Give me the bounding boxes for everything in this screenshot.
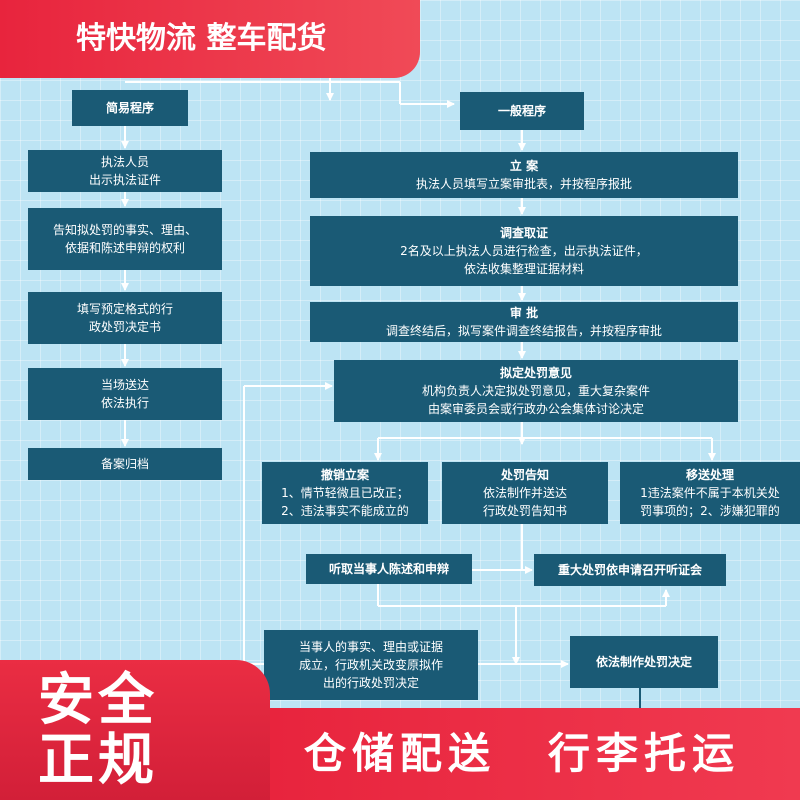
withdraw-body-2: 2、违法事实不能成立的 xyxy=(281,504,409,518)
withdraw-title: 撤销立案 xyxy=(320,468,369,482)
change-line-1: 当事人的事实、理由或证据 xyxy=(298,640,443,654)
simple-step-4-line-1: 当场送达 xyxy=(100,378,149,392)
notice-box: 处罚告知 依法制作并送达 行政处罚告知书 xyxy=(442,462,608,524)
filing-body: 执法人员填写立案审批表，并按程序报批 xyxy=(415,177,632,191)
opinion-title: 拟定处罚意见 xyxy=(499,366,572,380)
service-luggage: 行李托运 xyxy=(548,729,741,778)
slogan-line-2: 正规 xyxy=(38,728,158,793)
simple-step-4-line-2: 依法执行 xyxy=(100,396,149,410)
slogan-line-1: 安全 xyxy=(38,668,158,733)
simple-step-3-line-2: 政处罚决定书 xyxy=(88,320,161,334)
simple-step-4: 当场送达 依法执行 xyxy=(28,368,222,420)
change-line-3: 出的行政处罚决定 xyxy=(322,676,419,690)
simple-step-2-line-2: 依据和陈述申辩的权利 xyxy=(64,241,185,255)
filing-box: 立 案 执法人员填写立案审批表，并按程序报批 xyxy=(310,152,738,198)
hearing-box: 重大处罚依申请召开听证会 xyxy=(534,554,726,586)
approval-box: 审 批 调查终结后，拟写案件调查终结报告，并按程序审批 xyxy=(310,302,738,342)
notice-title: 处罚告知 xyxy=(500,468,549,482)
top-banner: 特快物流 整车配货 xyxy=(0,0,420,78)
investigation-body-2: 依法收集整理证据材料 xyxy=(463,262,584,276)
simple-procedure-header: 简易程序 xyxy=(72,90,188,126)
decision-box: 依法制作处罚决定 xyxy=(570,636,718,688)
transfer-body-1: 1违法案件不属于本机关处 xyxy=(640,486,780,500)
decision-label: 依法制作处罚决定 xyxy=(595,655,692,669)
transfer-box: 移送处理 1违法案件不属于本机关处 罚事项的；2、涉嫌犯罪的 xyxy=(620,462,800,524)
general-procedure-header-label: 一般程序 xyxy=(497,104,546,118)
simple-step-1: 执法人员 出示执法证件 xyxy=(28,150,222,192)
change-line-2: 成立，行政机关改变原拟作 xyxy=(298,658,443,672)
filing-title: 立 案 xyxy=(509,159,539,173)
withdraw-box: 撤销立案 1、情节轻微且已改正； 2、违法事实不能成立的 xyxy=(262,462,428,524)
approval-body: 调查终结后，拟写案件调查终结报告，并按程序审批 xyxy=(385,324,662,338)
hearing-label: 重大处罚依申请召开听证会 xyxy=(557,563,702,577)
simple-step-2-line-1: 告知拟处罚的事实、理由、 xyxy=(52,223,197,237)
hear-statement-box: 听取当事人陈述和申辩 xyxy=(306,554,472,584)
notice-body-1: 依法制作并送达 xyxy=(482,486,567,500)
general-procedure-header: 一般程序 xyxy=(460,92,584,130)
investigation-title: 调查取证 xyxy=(499,226,548,240)
bottom-right-banner xyxy=(270,708,800,800)
notice-body-2: 行政处罚告知书 xyxy=(482,504,567,518)
simple-step-1-line-1: 执法人员 xyxy=(100,155,149,169)
approval-title: 审 批 xyxy=(509,306,539,320)
bottom-left-banner xyxy=(0,660,270,800)
simple-step-5: 备案归档 xyxy=(28,448,222,480)
investigation-body-1: 2名及以上执法人员进行检查，出示执法证件， xyxy=(400,244,648,258)
simple-step-1-line-2: 出示执法证件 xyxy=(88,173,161,187)
opinion-body-2: 由案审委员会或行政办公会集体讨论决定 xyxy=(427,402,644,416)
change-decision-box: 当事人的事实、理由或证据 成立，行政机关改变原拟作 出的行政处罚决定 xyxy=(264,630,478,700)
opinion-box: 拟定处罚意见 机构负责人决定拟处罚意见，重大复杂案件 由案审委员会或行政办公会集… xyxy=(334,360,738,422)
simple-step-3-line-1: 填写预定格式的行 xyxy=(76,302,173,316)
simple-step-3: 填写预定格式的行 政处罚决定书 xyxy=(28,292,222,344)
opinion-body-1: 机构负责人决定拟处罚意见，重大复杂案件 xyxy=(421,384,650,398)
withdraw-body-1: 1、情节轻微且已改正； xyxy=(281,486,409,500)
simple-procedure-header-label: 简易程序 xyxy=(105,101,154,115)
simple-step-2: 告知拟处罚的事实、理由、 依据和陈述申辩的权利 xyxy=(28,208,222,270)
investigation-box: 调查取证 2名及以上执法人员进行检查，出示执法证件， 依法收集整理证据材料 xyxy=(310,216,738,286)
simple-step-5-line-1: 备案归档 xyxy=(100,457,149,471)
transfer-title: 移送处理 xyxy=(685,468,734,482)
hear-statement-label: 听取当事人陈述和申辩 xyxy=(328,562,449,576)
service-warehousing: 仓储配送 xyxy=(304,729,497,778)
transfer-body-2: 罚事项的；2、涉嫌犯罪的 xyxy=(640,504,780,518)
